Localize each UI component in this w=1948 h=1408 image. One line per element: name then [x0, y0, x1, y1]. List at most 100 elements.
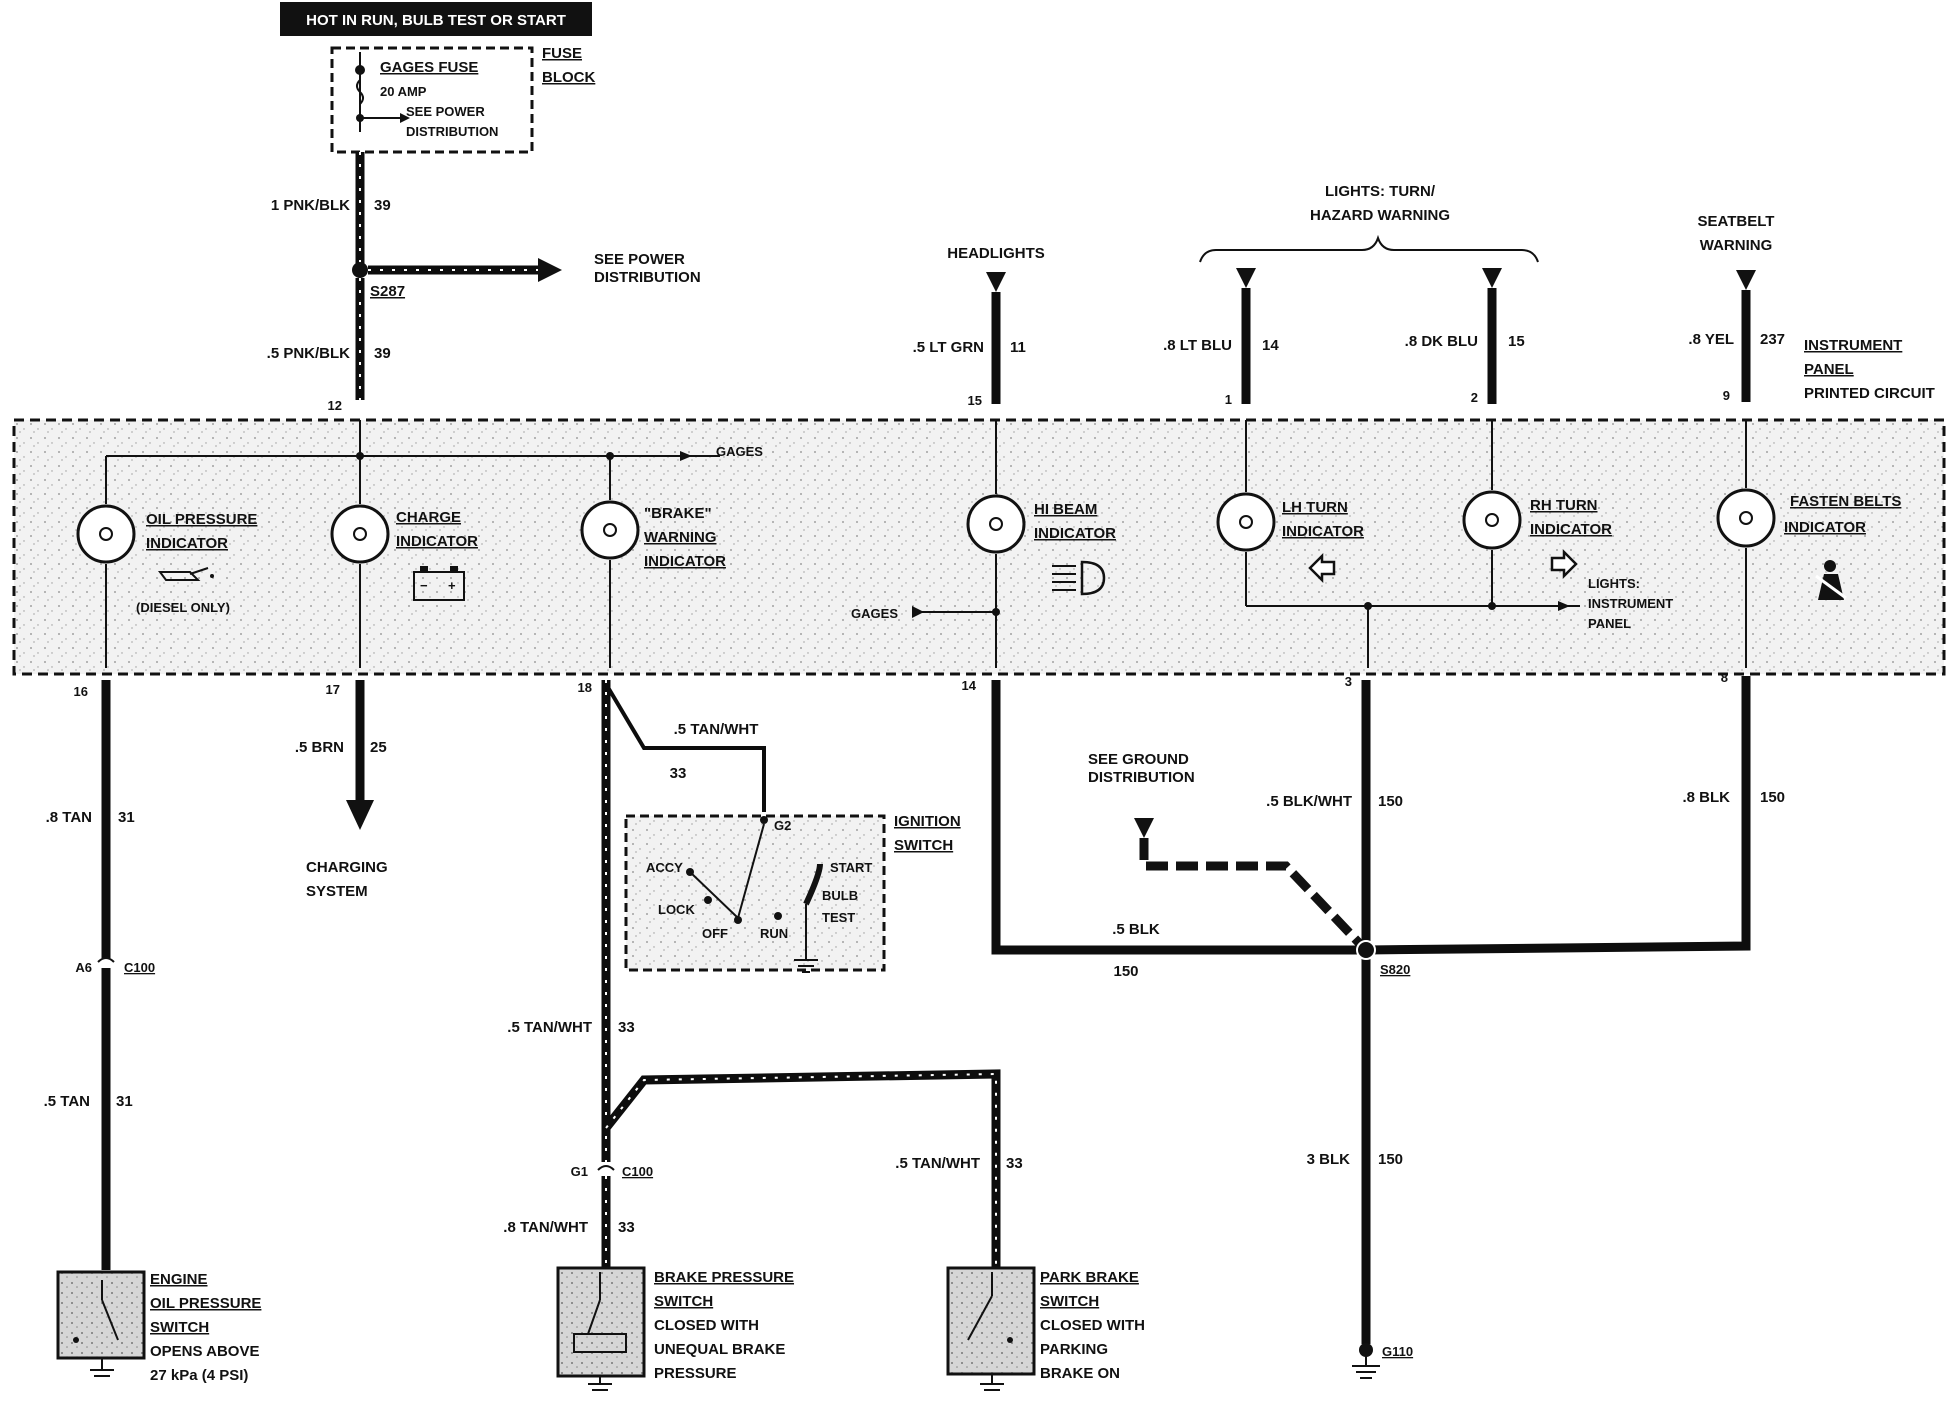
wire-circuit-brake2: 33 — [618, 1219, 635, 1236]
bulb-lhturn — [1216, 492, 1276, 552]
see-power-2: DISTRIBUTION — [594, 269, 701, 286]
ind-brake-3: INDICATOR — [644, 553, 726, 570]
oil-can-icon — [158, 567, 214, 581]
wire-circuit-gnd1: 150 — [1378, 793, 1403, 810]
header-banner: HOT IN RUN, BULB TEST OR START — [280, 2, 592, 36]
sw-brake-5: PRESSURE — [654, 1365, 737, 1382]
see-ground-2: DISTRIBUTION — [1088, 769, 1195, 786]
source-seatbelt-1: SEATBELT — [1698, 213, 1775, 230]
panel-gages-label: GAGES — [716, 444, 763, 459]
wire-circuit-fuse: 39 — [374, 197, 391, 214]
ign-test: TEST — [822, 910, 855, 925]
wire-ground-dist — [1139, 838, 1364, 948]
right-arrow-icon — [1550, 548, 1578, 580]
wire-circuit-lhturn: 14 — [1262, 337, 1279, 354]
sw-park-4: PARKING — [1040, 1341, 1108, 1358]
wire-gauge-gnd3: .5 BLK — [1112, 921, 1160, 938]
fuse-note-2: DISTRIBUTION — [406, 124, 498, 139]
pin-17: 17 — [326, 682, 340, 697]
brake-pressure-switch — [556, 1266, 646, 1391]
ign-label-1: IGNITION — [894, 813, 961, 830]
ind-oil-2: INDICATOR — [146, 535, 228, 552]
conn-c100b: C100 — [622, 1164, 653, 1179]
sw-oil-5: 27 kPa (4 PSI) — [150, 1367, 248, 1384]
wire-circuit-s287: 39 — [374, 345, 391, 362]
headlights-arrow — [986, 272, 1006, 292]
pin-14: 14 — [962, 678, 977, 693]
wire-circuit-gnd3: 150 — [1113, 963, 1138, 980]
wire-gauge-ign: .5 TAN/WHT — [674, 721, 759, 738]
wire-circuit-rhturn: 15 — [1508, 333, 1525, 350]
pin-8: 8 — [1721, 670, 1728, 685]
sw-park-3: CLOSED WITH — [1040, 1317, 1145, 1334]
rh-turn-arrow — [1482, 268, 1502, 288]
ind-belts-2: INDICATOR — [1784, 519, 1866, 536]
ind-rhturn-2: INDICATOR — [1530, 521, 1612, 538]
ind-charge-2: INDICATOR — [396, 533, 478, 550]
wire-circuit-hilite: 11 — [1010, 339, 1026, 356]
sw-brake-1: BRAKE PRESSURE — [654, 1269, 794, 1286]
wire-circuit-seat: 237 — [1760, 331, 1785, 348]
turn-hazard-brace: LIGHTS: TURN/ HAZARD WARNING — [1199, 183, 1539, 263]
wire-gauge-rhturn: .8 DK BLU — [1405, 333, 1478, 350]
svg-text:−: − — [420, 578, 428, 593]
wire-gauge-s287: .5 PNK/BLK — [267, 345, 351, 362]
wire-circuit-ign: 33 — [670, 765, 687, 782]
left-arrow-icon — [1308, 552, 1336, 584]
ground-g110 — [1352, 1343, 1380, 1379]
ind-rhturn-1: RH TURN — [1530, 497, 1598, 514]
source-seatbelt-2: WARNING — [1700, 237, 1773, 254]
ground-label: G110 — [1382, 1344, 1413, 1359]
conn-g1: G1 — [571, 1164, 588, 1179]
sw-park-5: BRAKE ON — [1040, 1365, 1120, 1382]
wire-gauge-seat: .8 YEL — [1688, 331, 1734, 348]
wire-circuit-brake1: 33 — [618, 1019, 635, 1036]
pin-15: 15 — [968, 393, 982, 408]
wire-gauge-lhturn: .8 LT BLU — [1163, 337, 1232, 354]
ind-brake-1: "BRAKE" — [644, 505, 712, 522]
splice-s820 — [1356, 940, 1376, 960]
headlamp-icon — [1052, 560, 1106, 596]
wire-circuit-gnd2: 150 — [1760, 789, 1785, 806]
ign-label-2: SWITCH — [894, 837, 953, 854]
wire-gauge-oil2: .5 TAN — [44, 1093, 90, 1110]
connector-g1 — [597, 1165, 615, 1171]
ind-oil-1: OIL PRESSURE — [146, 511, 257, 528]
ign-accy: ACCY — [646, 860, 683, 875]
bulb-hibeam — [966, 494, 1026, 554]
lh-turn-arrow — [1236, 268, 1256, 288]
source-turn-2: HAZARD WARNING — [1310, 207, 1450, 224]
svg-text:+: + — [448, 578, 456, 593]
conn-a6: A6 — [75, 960, 92, 975]
sw-brake-2: SWITCH — [654, 1293, 713, 1310]
panel-lights-3: PANEL — [1588, 616, 1631, 631]
battery-icon: − + — [413, 566, 465, 601]
arrow-power-dist — [538, 258, 562, 282]
wire-gauge-gnd4: 3 BLK — [1307, 1151, 1351, 1168]
panel-lights-2: INSTRUMENT — [1588, 596, 1673, 611]
wire-gauge-gnd1: .5 BLK/WHT — [1266, 793, 1352, 810]
ignition-switch: G2 ACCY LOCK OFF RUN START BULB TEST — [624, 814, 886, 973]
ind-belts-1: FASTEN BELTS — [1790, 493, 1901, 510]
ind-charge-1: CHARGE — [396, 509, 461, 526]
fuse-rating: 20 AMP — [380, 84, 427, 99]
pin-2: 2 — [1471, 390, 1478, 405]
ign-bulb: BULB — [822, 888, 858, 903]
wire-park-brake — [602, 1069, 1001, 1270]
wire-gauge-fuse: 1 PNK/BLK — [271, 197, 350, 214]
ind-hibeam-2: INDICATOR — [1034, 525, 1116, 542]
source-turn-1: LIGHTS: TURN/ — [1325, 183, 1436, 200]
connector-a6 — [97, 957, 115, 963]
source-headlights: HEADLIGHTS — [947, 245, 1045, 262]
wire-circuit-oil1: 31 — [118, 809, 135, 826]
fuse-block: GAGES FUSE 20 AMP SEE POWER DISTRIBUTION… — [330, 45, 595, 154]
panel-label-2: PANEL — [1804, 361, 1854, 378]
wire-gauge-hilite: .5 LT GRN — [913, 339, 984, 356]
oil-pressure-switch — [56, 1270, 146, 1377]
ign-off: OFF — [702, 926, 728, 941]
ind-brake-2: WARNING — [644, 529, 717, 546]
sw-oil-4: OPENS ABOVE — [150, 1343, 259, 1360]
sw-park-2: SWITCH — [1040, 1293, 1099, 1310]
bulb-rhturn — [1462, 490, 1522, 550]
